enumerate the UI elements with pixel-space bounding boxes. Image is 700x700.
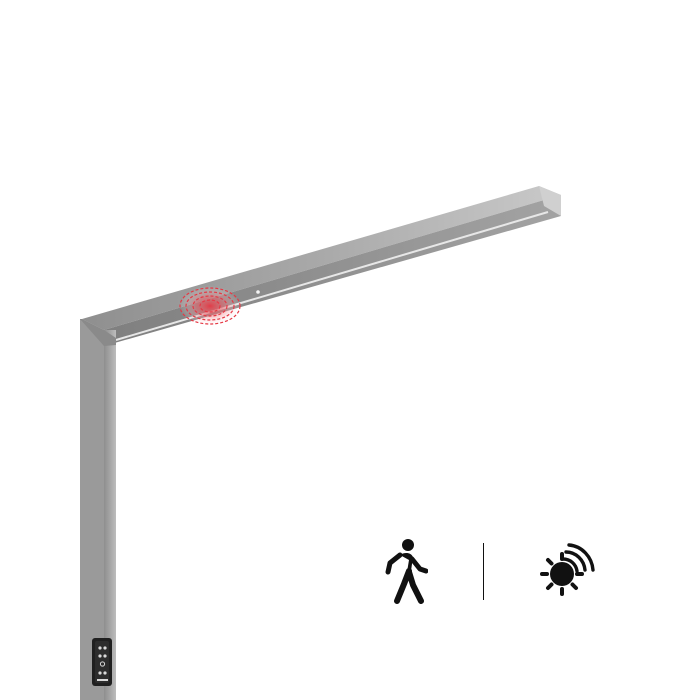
- sun-with-waves-icon: [535, 541, 595, 601]
- lamp-control-panel: [92, 638, 112, 686]
- lamp-pole-top-joint: [80, 319, 116, 346]
- walking-person-icon: [382, 538, 429, 604]
- lamp-arm-end-cap: [539, 186, 561, 216]
- lamp-arm: [82, 186, 561, 346]
- lamp-pole-front: [104, 330, 116, 700]
- lamp-pole: [80, 319, 116, 700]
- icon-divider: [483, 543, 484, 600]
- lamp-arm-marker: [256, 290, 260, 294]
- lamp-arm-top: [82, 186, 561, 330]
- lamp-pole-side: [80, 319, 104, 700]
- presence-sensor-glow: [179, 286, 241, 326]
- lamp-arm-light-strip: [115, 211, 549, 341]
